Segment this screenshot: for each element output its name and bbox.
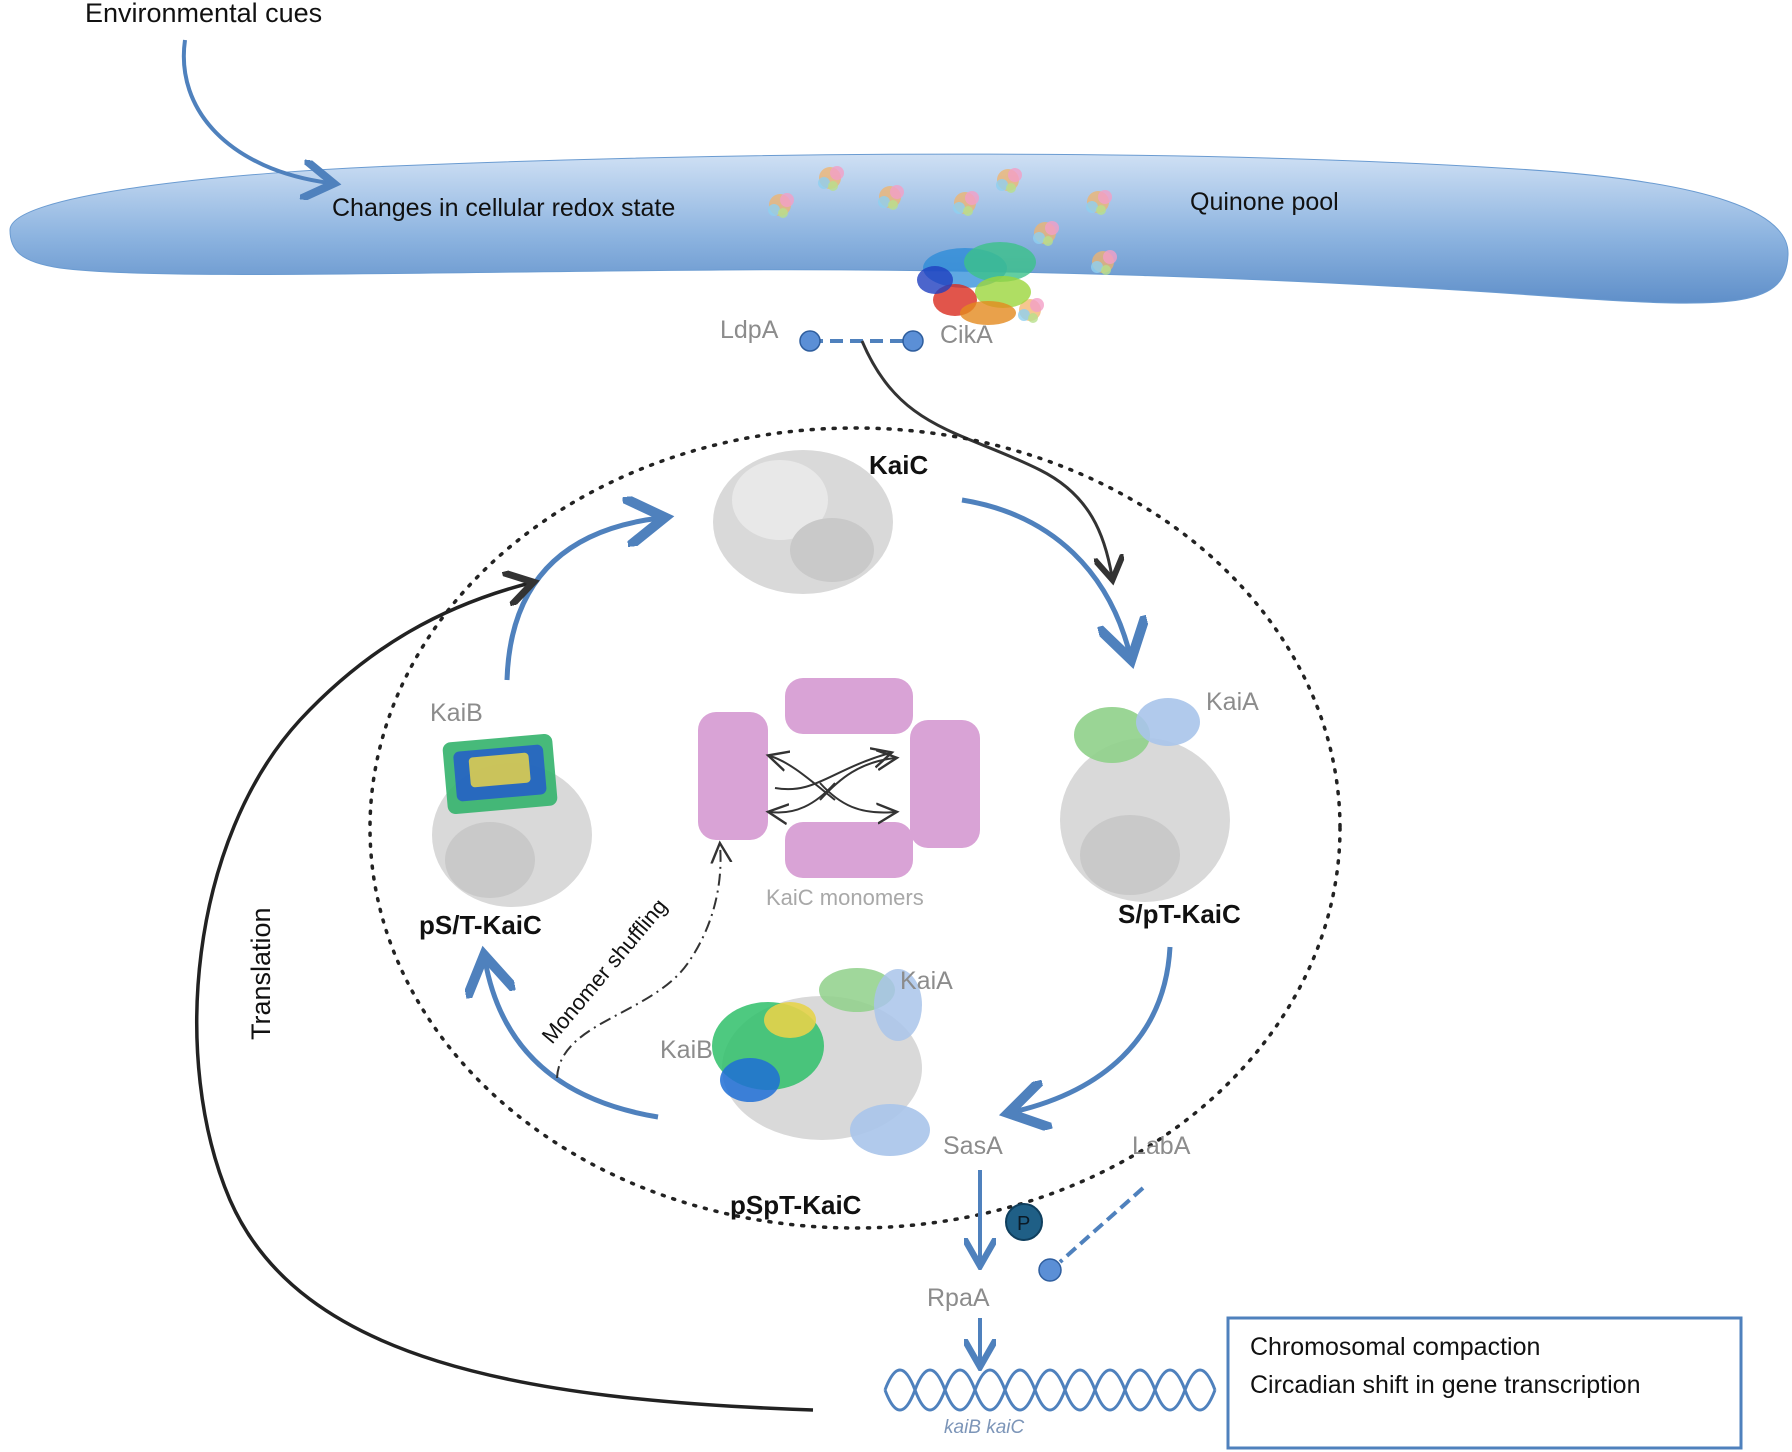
cues-arrow [181,39,330,183]
rpaa-label: RpaA [927,1284,990,1312]
pspt-kaic-structure [712,968,930,1156]
monomer-shuffling-arrow [556,845,721,1079]
pst-kaic-structure [432,734,592,907]
genes-label: kaiB kaiC [944,1417,1025,1438]
kaib-top-label: KaiB [430,699,483,727]
kaib-bottom-label: KaiB [660,1036,713,1064]
ldpa-node [799,330,821,352]
exchange-arrow-upper [774,753,890,791]
labA-inhibition-line [1058,1186,1145,1264]
dna-helix [883,1368,1217,1412]
sasa-label: SasA [943,1132,1003,1160]
phospho-label: P [1017,1213,1030,1235]
exchange-arrow-d [819,782,895,813]
cycle-arrow-kaic-to-spt [961,497,1130,655]
kai-cycle-boundary [368,426,1342,1230]
pspt-kaic-label: pSpT-KaiC [730,1190,862,1220]
redox-state-label: Changes in cellular redox state [332,194,675,222]
exchange-arrow-a [770,756,836,801]
exchange-arrow-c [770,782,836,813]
translation-arrow [195,583,814,1412]
output-line-2: Circadian shift in gene transcription [1250,1371,1640,1399]
monomer-shuffling-label: Monomer shuffling [537,894,672,1048]
cell-membrane [9,153,1789,304]
kaic-label: KaiC [869,450,928,480]
translation-label: Translation [246,907,276,1040]
labA-label: LabA [1132,1132,1191,1160]
kaic-monomers-structure [698,678,980,878]
kaia-bottom-label: KaiA [900,967,953,995]
spt-kaic-label: S/pT-KaiC [1118,899,1241,929]
cycle-arrow-pst-to-kaic [504,518,660,681]
phospho-circle [1005,1203,1043,1241]
output-box [1226,1316,1743,1450]
pst-kaic-label: pS/T-KaiC [419,910,542,940]
ldpa-label: LdpA [720,316,779,344]
cika-structure [917,242,1036,325]
kaic-structure [713,450,893,594]
cika-node [902,330,924,352]
output-line-1: Chromosomal compaction [1250,1333,1540,1361]
quinone-molecules [768,166,1117,323]
cycle-arrow-pspt-to-pst [485,960,659,1120]
quinone-pool-label: Quinone pool [1190,188,1339,216]
cika-input-arrow [860,340,1112,577]
environmental-cues-label: Environmental cues [85,0,322,28]
exchange-arrow-b [819,758,895,801]
kaia-right-label: KaiA [1206,688,1259,716]
cycle-arrow-spt-to-pspt [1013,946,1173,1112]
kaic-monomers-label: KaiC monomers [766,885,924,910]
cika-label: CikA [940,321,993,349]
spt-kaic-structure [1060,698,1230,902]
labA-node [1038,1258,1062,1282]
